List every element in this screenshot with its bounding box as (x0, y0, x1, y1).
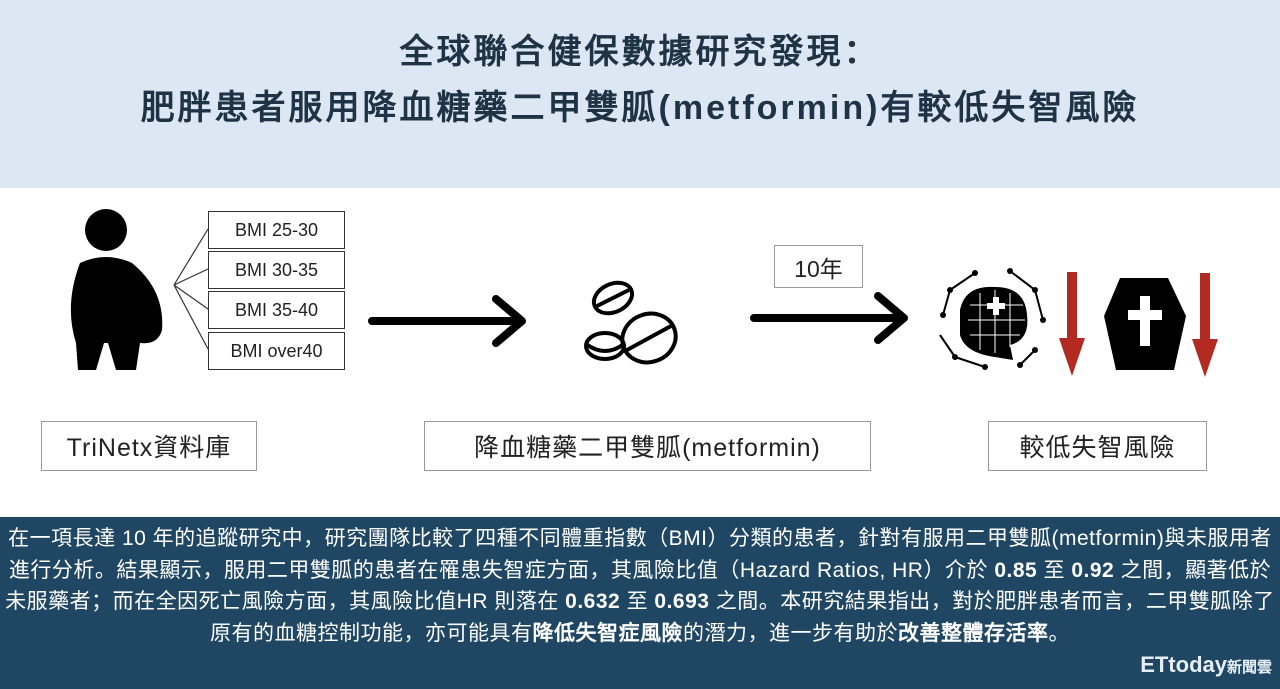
drug-label: 降血糖藥二甲雙胍(metformin) (424, 421, 871, 471)
title-line-1: 全球聯合健保數據研究發現： (399, 33, 881, 71)
brain-network-icon (939, 268, 1046, 370)
summary-panel: 在一項長達 10 年的追蹤研究中，研究團隊比較了四種不同體重指數（BMI）分類的… (0, 517, 1280, 689)
coffin-icon (1104, 278, 1186, 370)
hr-dementia-high: 0.92 (1071, 558, 1115, 582)
bmi-group-2: BMI 30-35 (208, 251, 345, 289)
bmi-group-4: BMI over40 (208, 332, 345, 370)
bmi-group-3: BMI 35-40 (208, 291, 345, 329)
arrow-right-icon (368, 295, 526, 347)
watermark-suffix: 新聞雲 (1226, 658, 1272, 676)
summary-text: 之間，顯著低於未服藥者；而在全因死亡風險方面，其風險比值HR 則落在 (5, 558, 1272, 614)
down-arrow-icon (1192, 273, 1218, 377)
summary-text: 至 (620, 590, 655, 613)
title-line-2: 肥胖患者服用降血糖藥二甲雙胍(metformin)有較低失智風險 (140, 89, 1140, 127)
emphasis-dementia: 降低失智症風險 (532, 621, 683, 645)
database-label: TriNetx資料庫 (41, 421, 257, 471)
ettoday-watermark: ETtoday新聞雲 (1140, 649, 1272, 684)
arrow-right-icon (750, 292, 908, 344)
summary-text: 的潛力，進一步有助於 (683, 621, 898, 645)
hr-death-high: 0.693 (654, 590, 710, 613)
summary-text: 在一項長達 10 年的追蹤研究中，研究團隊比較了四種不同體重指數（BMI）分類的… (8, 527, 1272, 582)
summary-text: 至 (1037, 558, 1072, 582)
emphasis-survival: 改善整體存活率 (898, 621, 1049, 645)
summary-text: 。 (1048, 621, 1070, 645)
hr-dementia-low: 0.85 (994, 558, 1038, 582)
obese-person-icon (70, 209, 209, 370)
duration-label: 10年 (774, 245, 863, 288)
summary-text: 之間。本研究結果指出，對於肥胖患者而言，二甲雙胍除了原有的血糖控制功能，亦可能具… (210, 590, 1275, 645)
watermark-brand: ETtoday (1140, 651, 1227, 677)
hr-death-low: 0.632 (565, 590, 621, 613)
pills-icon (584, 280, 678, 365)
title-banner: 全球聯合健保數據研究發現： 肥胖患者服用降血糖藥二甲雙胍(metformin)有… (0, 0, 1280, 188)
outcome-label: 較低失智風險 (988, 421, 1207, 471)
bmi-group-1: BMI 25-30 (208, 211, 345, 249)
down-arrow-icon (1059, 272, 1085, 376)
